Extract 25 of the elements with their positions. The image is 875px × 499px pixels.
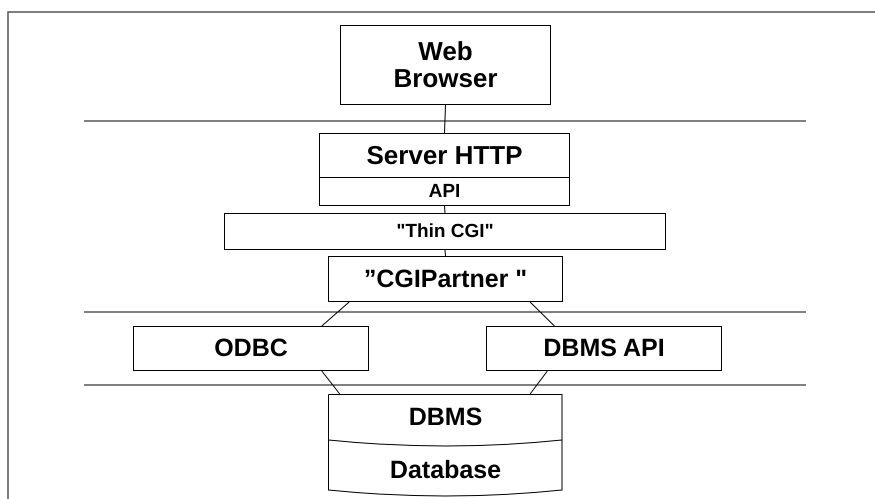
process-box bbox=[486, 326, 722, 371]
node-label: DBMS API bbox=[543, 335, 665, 362]
node-label: ”CGIPartner " bbox=[364, 266, 528, 292]
process-box bbox=[328, 256, 563, 302]
process-box bbox=[224, 213, 666, 250]
connector-line bbox=[321, 302, 350, 326]
connector-line bbox=[530, 370, 548, 394]
database-cylinder-top bbox=[328, 394, 563, 441]
connector-line bbox=[444, 250, 446, 256]
process-box bbox=[133, 326, 369, 371]
process-box bbox=[319, 133, 570, 178]
connector-line bbox=[444, 206, 446, 214]
node-label: DBMS bbox=[408, 404, 482, 431]
connector-line bbox=[530, 302, 555, 326]
database-cylinder-bottom bbox=[328, 440, 563, 496]
connector-line bbox=[444, 104, 446, 134]
node-label: API bbox=[428, 182, 460, 202]
connector-line bbox=[321, 370, 340, 394]
node-label: Server HTTP bbox=[366, 142, 523, 170]
node-label: Web Browser bbox=[392, 38, 499, 92]
node-label: Database bbox=[390, 456, 502, 484]
process-box bbox=[319, 177, 570, 206]
node-label: ODBC bbox=[214, 335, 288, 362]
process-box bbox=[340, 25, 551, 105]
node-label: "Thin CGI" bbox=[396, 222, 494, 242]
